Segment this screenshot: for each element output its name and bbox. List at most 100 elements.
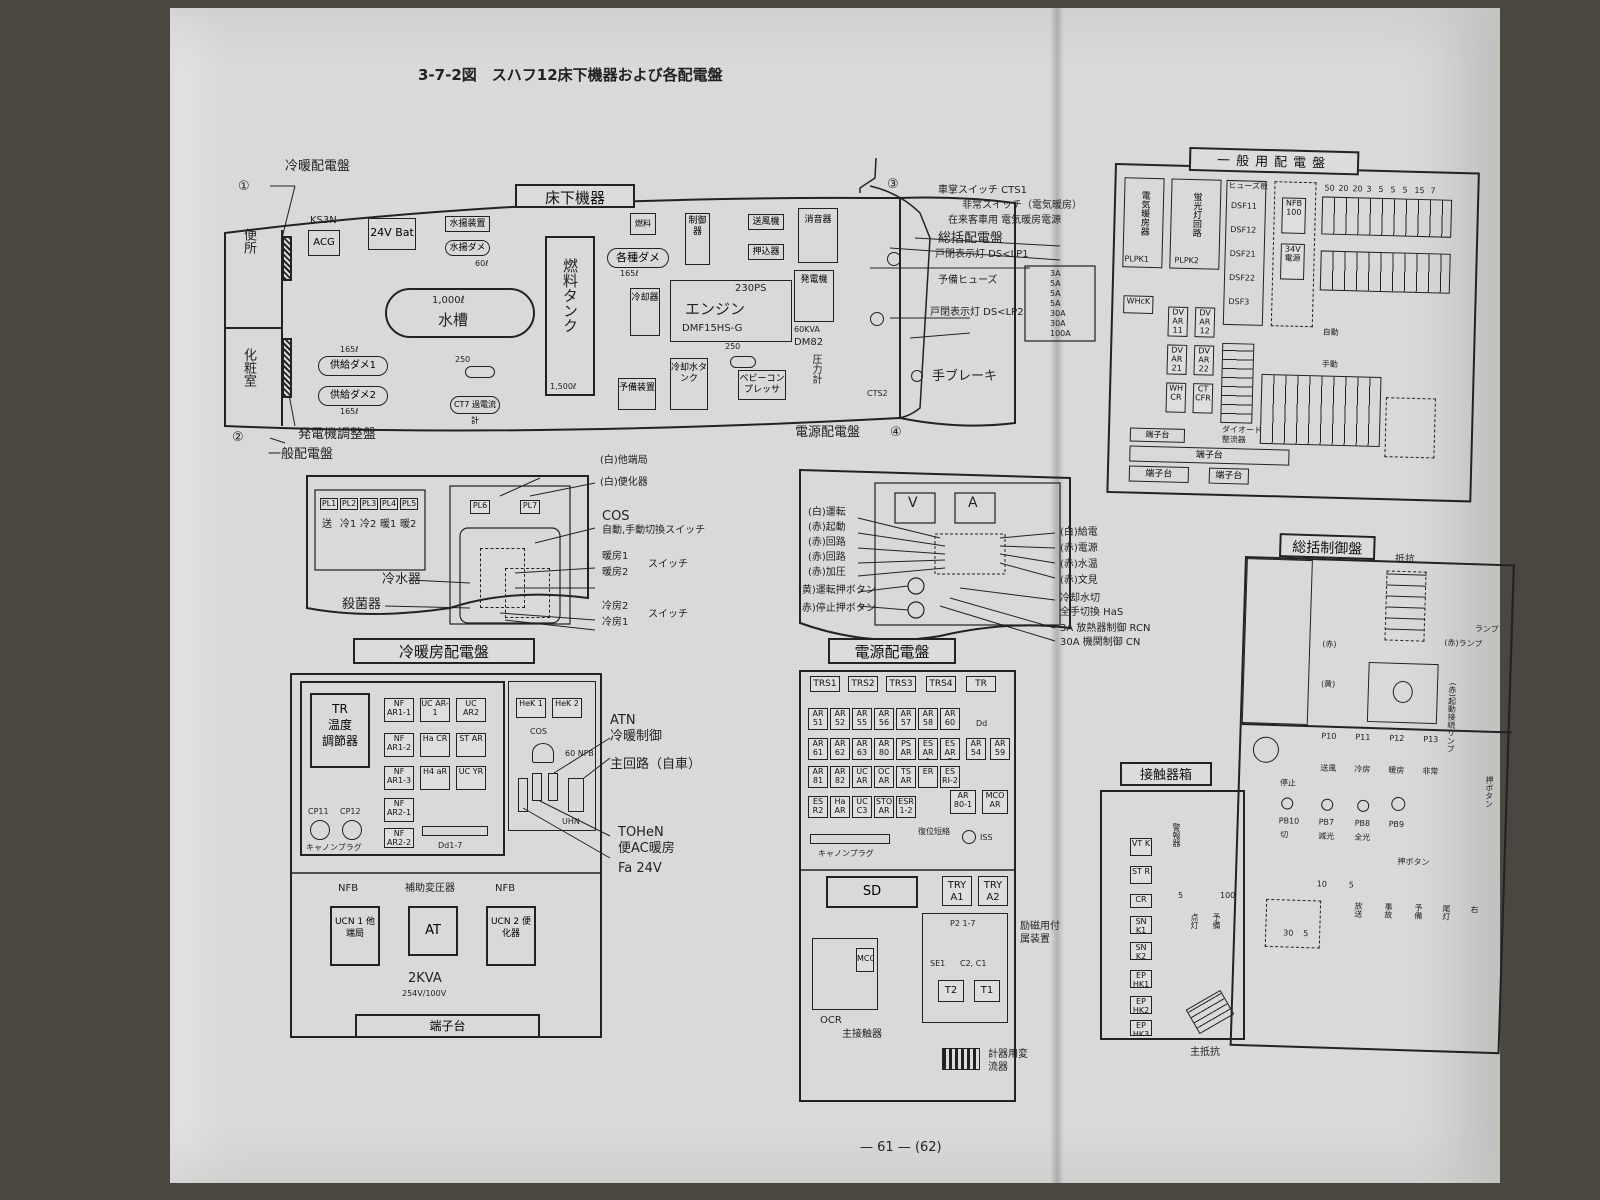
relay-ar61: AR 61: [808, 738, 828, 760]
door-lamp-icon-1: [887, 252, 901, 266]
master-panel-title: 総括制御盤: [1278, 533, 1376, 561]
eq-generator-kva: 60KVA: [794, 325, 820, 334]
eq-fuel-capacity: 1,500ℓ: [550, 382, 577, 391]
pw-mco: MCO: [856, 948, 874, 972]
relay-ar55: AR 55: [852, 708, 872, 730]
marker-4: ④: [890, 425, 902, 440]
page-number: — 61 — (62): [860, 1140, 942, 1155]
breaker-nf-ar1-1: NF AR1-1: [384, 698, 414, 722]
gp-terminal-2: 端子台: [1129, 445, 1290, 466]
eq-controller: 制御器: [685, 213, 710, 265]
eq-pusher: 押込器: [748, 244, 784, 260]
pb9-icon[interactable]: [1391, 796, 1406, 812]
relay-ar59: AR 59: [990, 738, 1010, 760]
pw-label-supply: (白)給電: [1060, 527, 1098, 538]
eq-water-lift: 水揚装置: [445, 216, 490, 232]
relay-es-r2: ES R2: [808, 796, 828, 818]
master-key-switch-icon[interactable]: [1252, 736, 1280, 764]
gp-dsf21: DSF21: [1229, 249, 1256, 259]
mp-heat: 暖房: [1388, 765, 1405, 776]
underfloor-title: 床下機器: [515, 184, 635, 208]
lamp-name-5: 暖2: [400, 519, 417, 530]
breaker-uc-ar2: UC AR2: [456, 698, 486, 722]
power-panel-title: 電源配電盤: [828, 638, 956, 664]
pw-ocr: OCR: [820, 1015, 842, 1026]
pw-label-start: (赤)起動: [808, 522, 846, 533]
relay-es-ar1: ES AR 1: [918, 738, 938, 760]
lamp-pl3: PL3: [360, 498, 378, 510]
mp-resistor: 抵抗: [1394, 553, 1416, 566]
gp-fluorescent-label: 蛍光灯回路: [1190, 191, 1202, 237]
relay-ar82: AR 82: [830, 766, 850, 788]
gp-terminal-1: 端子台: [1129, 427, 1186, 443]
mp-5: 5: [1348, 880, 1354, 890]
callout-benac: 便AC暖房: [618, 841, 675, 856]
gp-plpk1: PLPK1: [1124, 254, 1150, 264]
pw-try-a2: TRY A2: [978, 876, 1008, 906]
eq-various-tank: 各種ダメ: [607, 248, 669, 268]
callout-power-panel: 電源配電盤: [795, 425, 861, 440]
breaker-ha-cr: Ha CR: [420, 733, 450, 757]
pb7-icon[interactable]: [1321, 798, 1334, 811]
heating-panel-upper: [300, 681, 505, 856]
callout-atn: ATN: [610, 713, 636, 728]
relay-ar62: AR 62: [830, 738, 850, 760]
gp-ct-cfr: CT CFR: [1192, 383, 1214, 414]
label-sterilizer: 殺菌器: [342, 597, 382, 612]
gp-rating-5a: 5: [1378, 184, 1384, 195]
eq-165l-c: 165ℓ: [340, 407, 359, 416]
lower-nfb-1: NFB: [338, 883, 359, 894]
callout-hand-brake: 手ブレーキ: [932, 369, 998, 384]
heating-terminal-block: 端子台: [355, 1014, 540, 1038]
mp-tail-lamp: 尾灯: [1441, 904, 1452, 921]
mp-pb7: PB7: [1318, 817, 1335, 827]
fuse-3a: 3A: [1050, 269, 1061, 278]
eq-water-tank: 水槽: [438, 311, 469, 329]
page-title: 3-7-2図 スハフ12床下機器および各配電盤: [418, 66, 723, 84]
fuse-5a-3: 5A: [1050, 299, 1061, 308]
marker-3: ③: [887, 177, 899, 192]
plug-cp11-icon: [310, 820, 330, 840]
gp-auto: 自動: [1322, 327, 1339, 337]
mp-red: (赤): [1322, 639, 1337, 649]
label-auto-manual: 自動,手動切換スイッチ: [602, 525, 706, 536]
lower-aux-transformer: 補助変圧器: [405, 883, 455, 894]
uhn-label: UHN: [562, 817, 580, 826]
gp-terminal-3: 端子台: [1128, 465, 1190, 484]
general-panel-title: 一般用配電盤: [1188, 146, 1360, 176]
gp-relay-row-bottom: [1259, 373, 1382, 448]
general-panel-frame: 一般用配電盤 電気暖房器 蛍光灯回路 PLPK1 PLPK2 ヒューズ板 DSF…: [1106, 146, 1480, 503]
lamp-name-1: 送: [322, 519, 332, 530]
marker-2: ②: [232, 430, 244, 445]
nfb60-label: 60 NFB: [565, 749, 594, 758]
relay-ar63: AR 63: [852, 738, 872, 760]
pb8-icon[interactable]: [1357, 799, 1370, 813]
relay-ar80: AR 80: [874, 738, 894, 760]
relay-uc-c3: UC C3: [852, 796, 872, 818]
eq-fuel-tank: 燃料タンク: [561, 258, 579, 333]
label-benka: (白)便化器: [600, 477, 648, 488]
fuse-fa-icon: [518, 778, 528, 812]
callout-main-circuit: 主回路（自車）: [610, 757, 702, 772]
nfb-main-icon: [568, 778, 584, 812]
gp-rectifier: 整流器: [1221, 434, 1246, 445]
label-reidan-panel: 冷暖配電盤: [285, 159, 351, 174]
relay-ar52: AR 52: [830, 708, 850, 730]
gp-breaker-row-top: [1321, 196, 1453, 238]
relay-ar57: AR 57: [896, 708, 916, 730]
relay-ha-ar: Ha AR: [830, 796, 850, 818]
pw-p2: P2 1-7: [950, 919, 976, 928]
fuse-30a-1: 30A: [1050, 309, 1066, 318]
gp-rating-5c: 5: [1402, 185, 1408, 195]
mp-10: 10: [1316, 879, 1328, 889]
ct-snk2: SN K2: [1130, 942, 1152, 960]
label-cool-1: 冷房1: [602, 617, 629, 628]
gp-dvar22: DV AR 22: [1193, 345, 1215, 376]
gp-dashed-unit: [1384, 397, 1436, 459]
lower-ucn1: UCN 1 他端局: [330, 906, 380, 966]
pb10-icon[interactable]: [1281, 797, 1294, 810]
breaker-st-ar: ST AR: [456, 733, 486, 757]
relay-ar58: AR 58: [918, 708, 938, 730]
relay-ps-ar: PS AR: [896, 738, 916, 760]
lower-2kva: 2KVA: [408, 971, 442, 986]
